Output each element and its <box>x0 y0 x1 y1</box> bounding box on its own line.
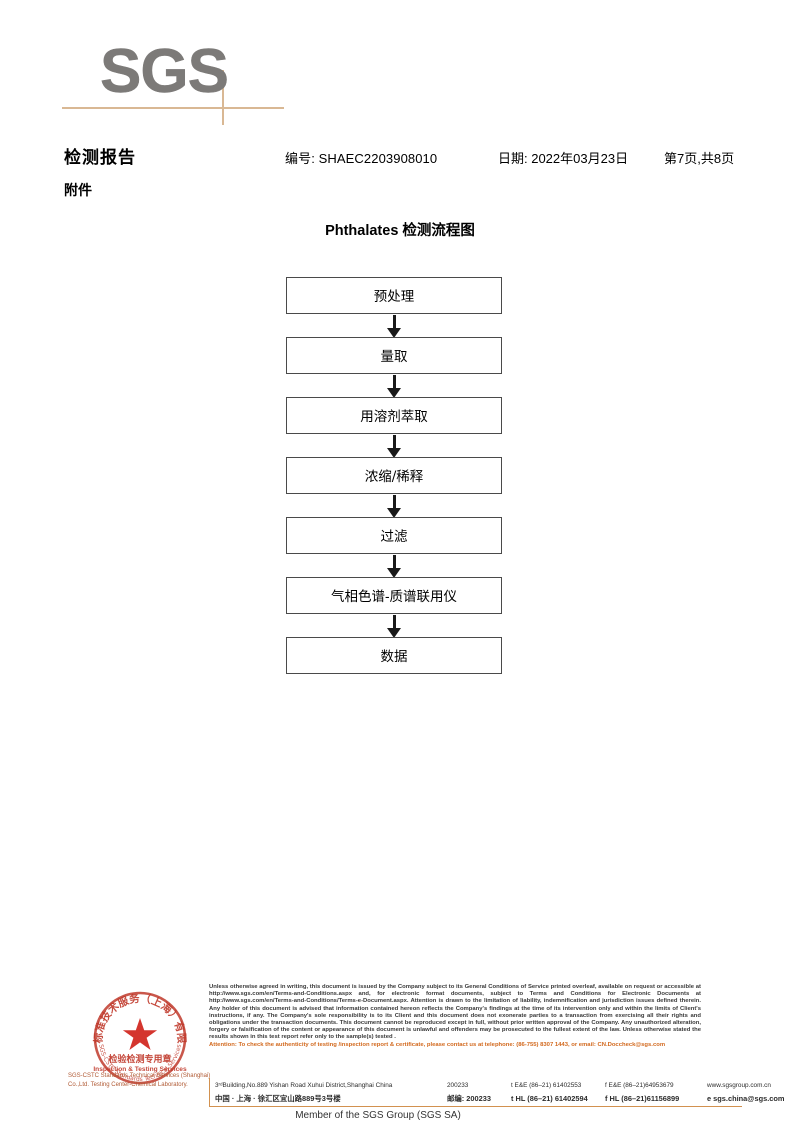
seal-icon: 上海标准技术服务（上海）有限公司 SGS-CSTC Standards Tech… <box>88 986 187 1085</box>
footer-member-note: Member of the SGS Group (SGS SA) <box>295 1110 461 1121</box>
address-bottom-rule <box>209 1106 742 1108</box>
legal-disclaimer: Unless otherwise agreed in writing, this… <box>209 984 701 1049</box>
page-indicator: 第7页,共8页 <box>664 151 735 166</box>
flow-node-gcms: 气相色谱-质谱联用仪 <box>286 577 502 638</box>
flow-node-label: 预处理 <box>373 289 415 305</box>
address-cn-postcode: 邮编: 200233 <box>447 1094 491 1103</box>
flow-node-filtration: 过滤 <box>286 517 502 578</box>
report-date: 日期: 2022年03月23日 <box>498 151 629 166</box>
flow-arrow-down-icon <box>383 435 406 458</box>
address-en-website[interactable]: www.sgsgroup.com.cn <box>707 1082 771 1089</box>
flow-arrow-down-icon <box>383 375 406 398</box>
address-block: 3ʳᵈBuilding,No.889 Yishan Road Xuhui Dis… <box>215 1079 784 1105</box>
seal-company-name: SGS-CSTC Standards Technical Services (S… <box>68 1073 211 1088</box>
page-subtitle: 附件 <box>64 182 92 198</box>
svg-text:Inspection & Testing Services: Inspection & Testing Services <box>93 1066 187 1073</box>
address-cn-tel2: f HL (86–21)61156899 <box>605 1094 680 1103</box>
address-row-cn: 中国 · 上海 · 徐汇区宜山路889号3号楼 邮编: 200233 t HL … <box>215 1092 784 1105</box>
legal-attention: Attention: To check the authenticity of … <box>209 1041 666 1048</box>
logo-vertical-rule <box>222 70 224 125</box>
flow-arrow-down-icon <box>383 555 406 578</box>
logo-horizontal-rule <box>62 107 284 109</box>
address-left-rule <box>209 1078 211 1106</box>
flowchart-title: Phthalates 检测流程图 <box>325 223 475 239</box>
flow-node-pretreatment: 预处理 <box>286 277 502 338</box>
address-en-postcode: 200233 <box>447 1082 469 1089</box>
flowchart: 预处理 量取 用溶剂萃取 浓缩/稀释 过滤 气相色谱-质谱联用仪 <box>286 277 502 674</box>
page-title: 检测报告 <box>64 148 136 167</box>
sgs-logo: SGS <box>62 37 284 125</box>
flow-node-measure: 量取 <box>286 337 502 398</box>
flow-node-label: 量取 <box>380 349 408 365</box>
flow-arrow-down-icon <box>383 495 406 518</box>
flow-node-label: 过滤 <box>380 529 408 545</box>
flow-arrow-down-icon <box>383 615 406 638</box>
logo-wordmark: SGS <box>100 37 229 106</box>
svg-text:检验检测专用章: 检验检测专用章 <box>108 1053 171 1065</box>
inspection-seal-stamp: 上海标准技术服务（上海）有限公司 SGS-CSTC Standards Tech… <box>88 986 192 1090</box>
flow-node-concentrate-dilute: 浓缩/稀释 <box>286 457 502 518</box>
address-en-tel2: f E&E (86–21)64953679 <box>605 1082 674 1089</box>
report-number: 编号: SHAEC2203908010 <box>285 151 438 166</box>
address-en-tel1: t E&E (86–21) 61402553 <box>511 1082 582 1089</box>
legal-body: Unless otherwise agreed in writing, this… <box>209 984 701 1041</box>
flow-node-label: 数据 <box>380 649 408 665</box>
address-row-en: 3ʳᵈBuilding,No.889 Yishan Road Xuhui Dis… <box>215 1079 771 1092</box>
address-cn-email[interactable]: e sgs.china@sgs.com <box>707 1094 785 1103</box>
flow-arrow-down-icon <box>383 315 406 338</box>
flow-node-label: 浓缩/稀释 <box>364 469 424 485</box>
address-en-street: 3ʳᵈBuilding,No.889 Yishan Road Xuhui Dis… <box>215 1082 393 1089</box>
address-cn-tel1: t HL (86–21) 61402594 <box>511 1094 588 1103</box>
flow-node-solvent-extraction: 用溶剂萃取 <box>286 397 502 458</box>
flow-node-label: 用溶剂萃取 <box>360 409 428 425</box>
flow-node-label: 气相色谱-质谱联用仪 <box>330 589 458 605</box>
flow-node-data: 数据 <box>286 637 502 674</box>
address-cn-street: 中国 · 上海 · 徐汇区宜山路889号3号楼 <box>215 1094 341 1103</box>
